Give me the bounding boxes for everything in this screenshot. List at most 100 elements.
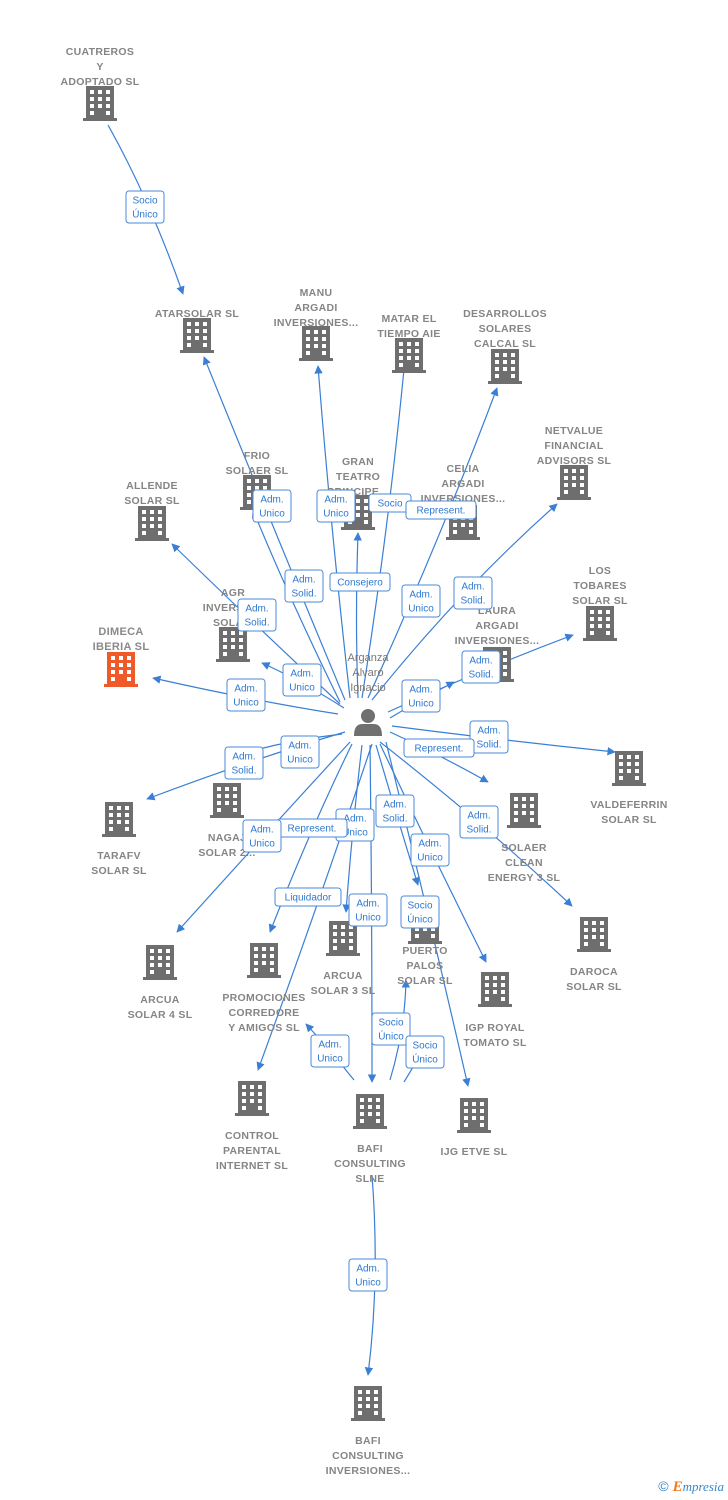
company-node-ijg[interactable]: IJG ETVE SL: [441, 1098, 508, 1158]
company-name-line: MATAR EL: [381, 313, 436, 325]
relationship-edge: [251, 509, 341, 703]
edge-label-laura[interactable]: Adm.Unico: [401, 679, 441, 713]
edge-label-line: Adm.: [234, 684, 257, 695]
company-name-line: ARGADI: [441, 478, 484, 490]
company-name-line: TIEMPO AIE: [377, 328, 440, 340]
edge-label-desarrollos[interactable]: Adm.Unico: [401, 584, 441, 618]
edge-label-box: [403, 738, 475, 758]
company-name-line: MANU: [300, 287, 333, 299]
company-node-arcua3[interactable]: ARCUA SOLAR 3 SL: [311, 921, 376, 997]
brand-logo-e: E: [672, 1479, 683, 1495]
edge-label-allende[interactable]: Adm.Solid.: [237, 598, 277, 632]
edge-label-box: [226, 678, 266, 712]
edge-label-atarsolar[interactable]: Adm.Solid.: [284, 569, 324, 603]
company-node-matar[interactable]: MATAR EL TIEMPO AIE: [377, 313, 440, 373]
edge-label-line: Adm.: [245, 604, 268, 615]
company-name-line: INVERSIONES...: [455, 635, 540, 647]
edge-label-line: Represent.: [415, 744, 464, 755]
edge-label-line: Unico: [289, 683, 315, 694]
edge-label-valdeferrin[interactable]: Adm.Solid.: [469, 720, 509, 754]
company-name-line: PALOS: [407, 960, 444, 972]
edge-label-text: Adm.Solid.: [291, 575, 316, 600]
edge-label-solaer[interactable]: Adm.Solid.: [459, 805, 499, 839]
edge-label-represent-mid[interactable]: Represent.: [403, 738, 475, 758]
edge-label-netvalue[interactable]: Adm.Solid.: [453, 576, 493, 610]
company-node-atarsolar[interactable]: ATARSOLAR SL: [155, 308, 240, 353]
edge-label-puerto-a[interactable]: Adm.Solid.: [375, 794, 415, 828]
edge-label-tobares[interactable]: Adm.Solid.: [461, 650, 501, 684]
edge-label-igp[interactable]: Adm.Unico: [410, 833, 450, 867]
footer-brand[interactable]: ©Empresia: [658, 1478, 724, 1496]
edge-label-line: Socio: [377, 499, 402, 510]
edge-label-liquidador[interactable]: Liquidador: [274, 887, 342, 907]
edge-label-nagaj[interactable]: Adm.Unico: [280, 735, 320, 769]
company-name-label: ATARSOLAR SL: [155, 308, 240, 320]
edge-label-arcua3b[interactable]: Adm.Unico: [348, 893, 388, 927]
company-name-line: ARCUA: [323, 970, 363, 982]
edge-label-gran[interactable]: Adm.Unico: [316, 489, 356, 523]
edge-label-socio-top[interactable]: Socio: [368, 493, 412, 513]
company-name-line: FINANCIAL: [544, 440, 604, 452]
edge-label-line: Adm.: [343, 814, 366, 825]
company-name-line: SLNE: [355, 1173, 384, 1185]
edge-label-line: Único: [378, 1030, 404, 1043]
edge-label-box: [280, 735, 320, 769]
edge-label-text: Consejero: [337, 578, 383, 589]
edge-label-arcua3a[interactable]: Adm.Unico: [242, 819, 282, 853]
person-icon: [354, 709, 382, 736]
edge-label-box: [310, 1034, 350, 1068]
company-name-line: ADOPTADO SL: [61, 76, 140, 88]
edge-label-bafi-inv[interactable]: Adm.Unico: [348, 1258, 388, 1292]
company-name-line: VALDEFERRIN: [590, 799, 667, 811]
edge-label-agr[interactable]: Adm.Unico: [282, 663, 322, 697]
company-name-line: DESARROLLOS: [463, 308, 547, 320]
edge-label-frio[interactable]: Adm.Unico: [252, 489, 292, 523]
building-icon: [247, 943, 281, 978]
edge-label-dimeca[interactable]: Adm.Unico: [226, 678, 266, 712]
edge-label-represent-low[interactable]: Represent.: [276, 818, 348, 838]
edge-label-consejero[interactable]: Consejero: [329, 572, 391, 592]
edge-label-line: Adm.: [232, 752, 255, 763]
edge-label-promo[interactable]: Adm.Unico: [310, 1034, 350, 1068]
company-name-line: SOLAR SL: [124, 495, 180, 507]
edge-label-box: [316, 489, 356, 523]
edge-label-line: Represent.: [417, 506, 466, 517]
edge-label-represent-top[interactable]: Represent.: [405, 500, 477, 520]
edge-label-text: Adm.Unico: [259, 495, 285, 520]
edge-label-box: [405, 1035, 445, 1069]
edge-label-tarafv[interactable]: Adm.Solid.: [224, 746, 264, 780]
edge-label-line: Socio: [412, 1041, 437, 1052]
company-name-line: PROMOCIONES: [222, 992, 305, 1004]
company-name-line: SOLAR 3 SL: [311, 985, 376, 997]
